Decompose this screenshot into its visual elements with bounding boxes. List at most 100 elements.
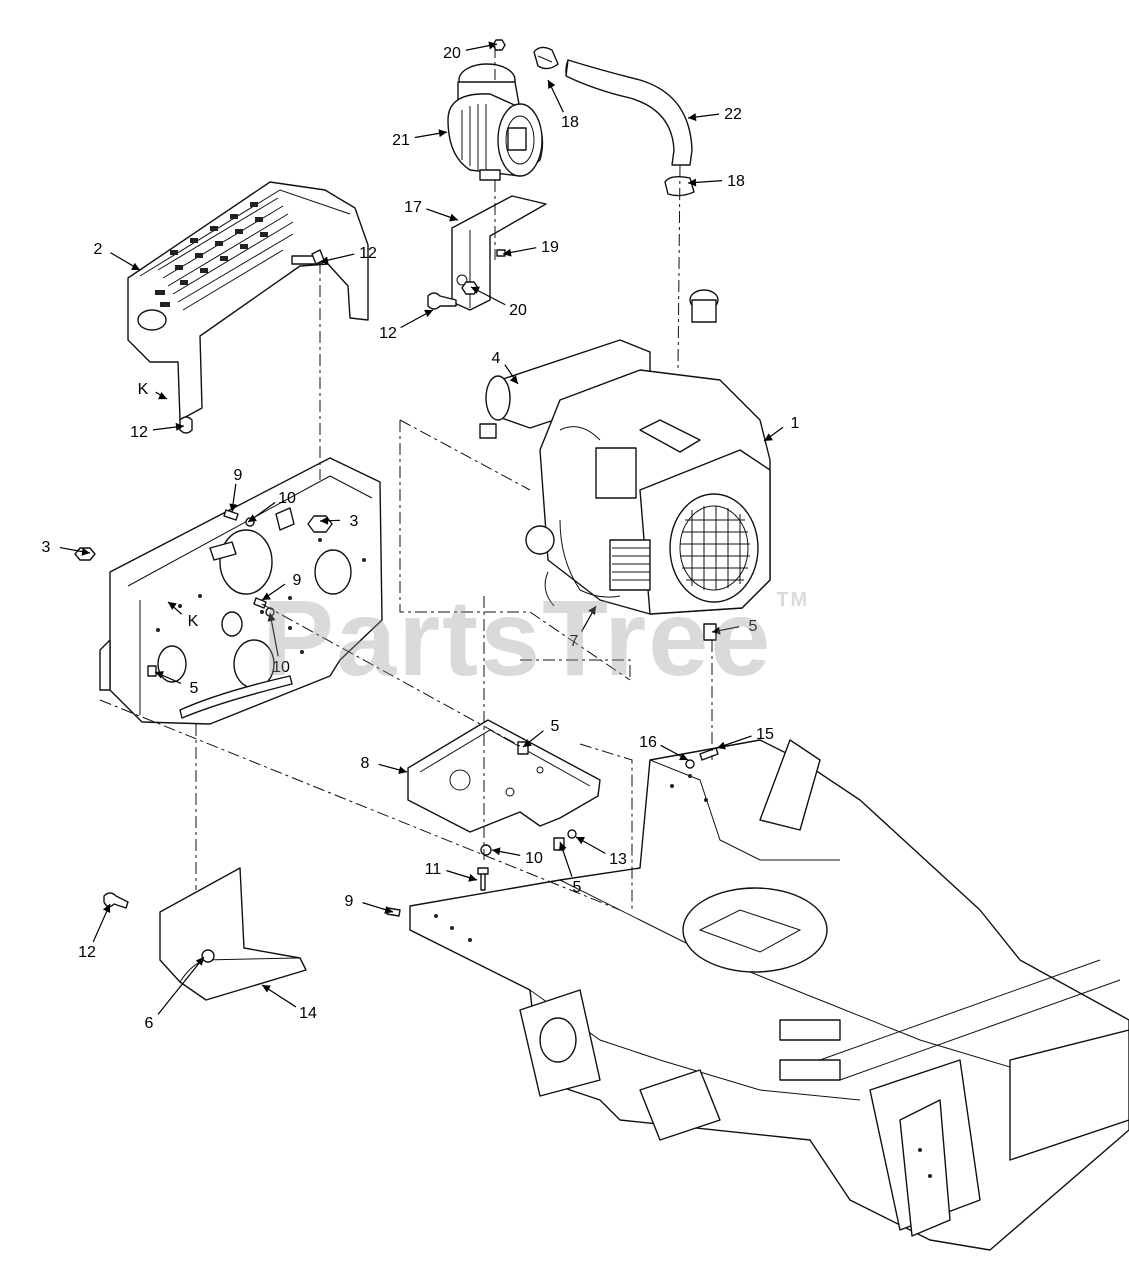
- callout-arrowhead: [712, 626, 721, 635]
- callout-7: 7: [570, 605, 597, 650]
- chute-guard[interactable]: [159, 867, 307, 1001]
- callout-arrowhead: [320, 256, 329, 265]
- callout-3: 3: [42, 539, 91, 556]
- callout-22: 22: [687, 106, 742, 123]
- callout-label: 3: [350, 513, 359, 530]
- callout-21: 21: [392, 129, 448, 149]
- callout-label: 18: [727, 173, 745, 190]
- callout-label: 5: [190, 680, 199, 697]
- washer-10-bracket[interactable]: [480, 844, 492, 856]
- callout-label: 5: [749, 618, 758, 635]
- hose-clamp-18-bottom[interactable]: [664, 175, 695, 197]
- callout-arrowhead: [229, 503, 238, 512]
- callout-10: 10: [247, 490, 296, 523]
- callout-16: 16: [639, 734, 689, 761]
- screw-12-cover-lower[interactable]: [179, 416, 193, 434]
- callout-12: 12: [78, 903, 111, 961]
- callout-arrowhead: [158, 392, 167, 400]
- callout-K: K: [167, 601, 199, 630]
- washer-16[interactable]: [685, 759, 695, 769]
- callout-arrowhead: [468, 874, 477, 882]
- callout-label: 12: [379, 325, 397, 342]
- callout-13: 13: [575, 836, 627, 868]
- callout-label: 10: [272, 659, 290, 676]
- callout-arrowhead: [523, 739, 532, 747]
- callout-arrowhead: [438, 129, 447, 138]
- callout-11: 11: [425, 861, 478, 882]
- callout-label: 18: [561, 114, 579, 131]
- callout-1: 1: [763, 415, 800, 442]
- screw-12-guard[interactable]: [103, 892, 129, 909]
- nut-5-lower[interactable]: [553, 837, 565, 851]
- callout-12: 12: [379, 309, 434, 342]
- callout-arrowhead: [262, 985, 271, 993]
- callout-label: 19: [541, 239, 559, 256]
- callout-arrowhead: [492, 847, 501, 856]
- callout-arrowhead: [195, 957, 204, 966]
- callout-label: 5: [551, 718, 560, 735]
- engine-assembly[interactable]: [479, 289, 771, 615]
- callout-arrowhead: [764, 433, 773, 441]
- callout-label: 12: [359, 245, 377, 262]
- callout-5: 5: [522, 718, 560, 748]
- callout-17: 17: [404, 199, 459, 222]
- bolt-11[interactable]: [477, 867, 489, 891]
- callout-15: 15: [716, 726, 774, 750]
- callout-arrowhead: [449, 213, 458, 222]
- callout-label: K: [138, 381, 149, 398]
- washer-13[interactable]: [567, 829, 577, 839]
- callout-label: 11: [425, 861, 442, 878]
- breather-hose[interactable]: [565, 59, 693, 166]
- callout-5: 5: [559, 841, 582, 896]
- callout-label: 22: [724, 106, 742, 123]
- hose-clamp-18-top[interactable]: [533, 46, 559, 70]
- screw-9-mid[interactable]: [253, 597, 267, 609]
- nut-20-bracket[interactable]: [461, 281, 479, 295]
- callout-arrowhead: [131, 262, 140, 270]
- callout-arrowhead: [262, 592, 271, 600]
- callout-arrowhead: [81, 547, 90, 556]
- callout-label: 7: [570, 633, 579, 650]
- callout-label: 20: [509, 302, 527, 319]
- callout-label: 14: [299, 1005, 317, 1022]
- callout-arrowhead: [679, 752, 688, 761]
- nut-5-bracket[interactable]: [517, 741, 529, 755]
- callout-arrowhead: [168, 602, 177, 610]
- callout-arrowhead: [267, 613, 276, 622]
- engine-top-cover[interactable]: [127, 181, 369, 421]
- nut-5-plate[interactable]: [147, 665, 157, 677]
- air-cleaner-assembly[interactable]: [447, 63, 544, 181]
- screw-12-bracket[interactable]: [427, 292, 457, 310]
- callout-label: 15: [756, 726, 774, 743]
- callout-arrowhead: [471, 286, 480, 295]
- assembly-lines: [99, 46, 713, 911]
- callout-label: 13: [609, 851, 627, 868]
- callout-14: 14: [261, 984, 317, 1022]
- callout-arrowhead: [688, 178, 697, 187]
- tractor-frame[interactable]: [409, 739, 1129, 1251]
- callout-label: 9: [234, 467, 243, 484]
- callout-2: 2: [94, 241, 141, 271]
- callout-label: 12: [78, 944, 96, 961]
- bolt-15[interactable]: [699, 747, 719, 761]
- callout-20: 20: [443, 41, 498, 62]
- callout-label: 17: [404, 199, 422, 216]
- nut-3-plate[interactable]: [307, 515, 333, 533]
- callout-12: 12: [130, 422, 185, 441]
- callout-20: 20: [470, 286, 527, 319]
- callout-label: 9: [345, 893, 354, 910]
- callout-19: 19: [502, 239, 559, 257]
- callout-12: 12: [319, 245, 377, 265]
- screw-19[interactable]: [496, 249, 506, 257]
- callout-9: 9: [261, 572, 302, 601]
- callout-label: 12: [130, 424, 148, 441]
- callout-arrowhead: [488, 41, 497, 50]
- callout-arrowhead: [509, 375, 518, 384]
- callout-label: 2: [94, 241, 103, 258]
- engine-mount-plate[interactable]: [99, 457, 383, 725]
- callout-5: 5: [154, 671, 199, 697]
- screw-9-top[interactable]: [223, 509, 239, 521]
- callout-arrowhead: [384, 906, 393, 914]
